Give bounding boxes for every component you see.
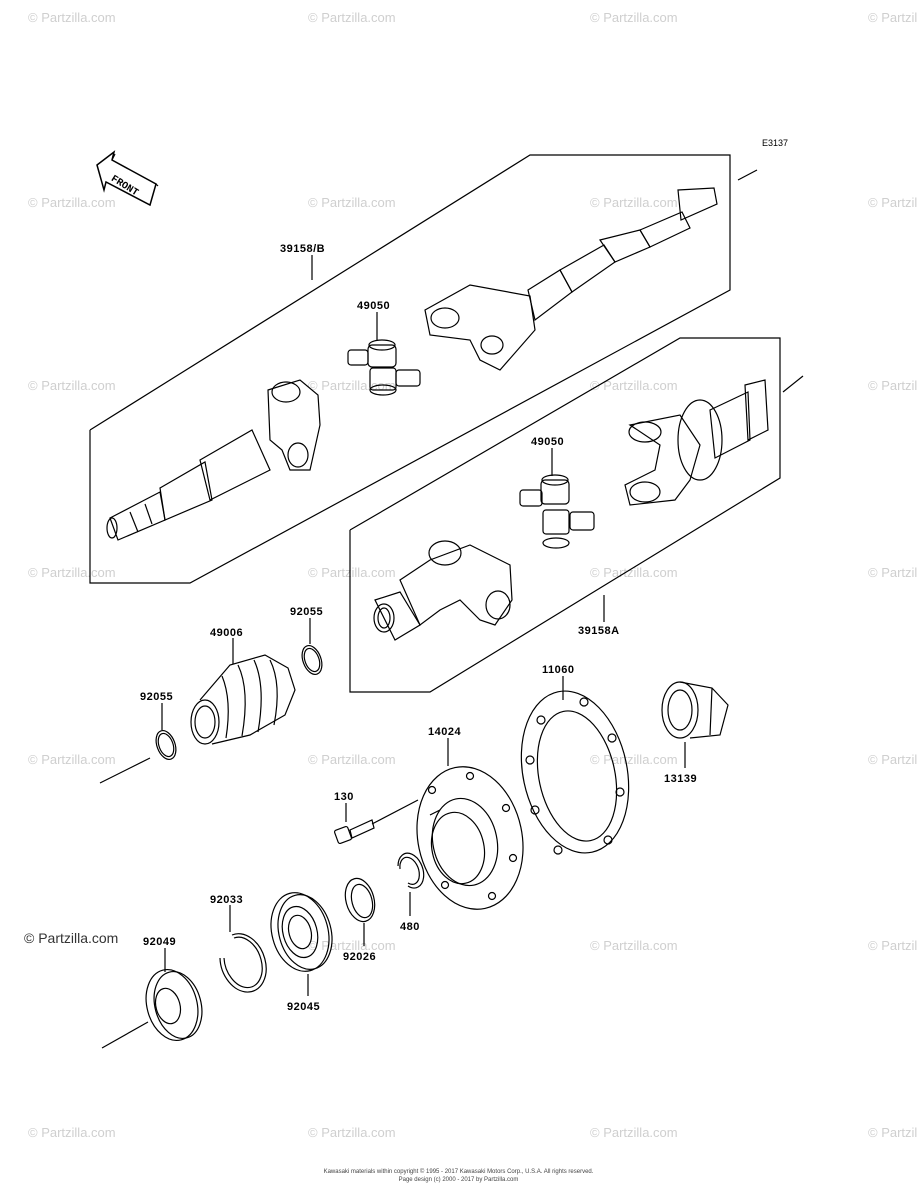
part-label-130: 130 <box>334 791 354 803</box>
o-ring-lower <box>155 729 177 761</box>
watermark: © Partzilla.com <box>28 195 116 210</box>
assembly-box-upper <box>89 154 731 584</box>
yoke-lower <box>373 540 513 641</box>
front-arrow-icon <box>96 150 159 207</box>
watermark: © Partzilla.com <box>308 1125 396 1140</box>
leader-130 <box>371 799 419 825</box>
watermark: © Partzilla.com <box>308 565 396 580</box>
leader-arrow-right <box>782 375 804 393</box>
part-label-92033: 92033 <box>210 894 243 906</box>
part-label-480: 480 <box>400 921 420 933</box>
cross-joint-lower <box>519 474 595 549</box>
leader-e3137 <box>737 169 758 181</box>
washer-92026 <box>344 877 376 923</box>
ball-bearing-92045 <box>270 892 333 972</box>
watermark: © Partzilla.com <box>590 378 678 393</box>
part-label-39158a: 39158A <box>578 625 620 637</box>
leader-arrow-left-mid <box>99 757 151 784</box>
page-design-line: Page design (c) 2000 - 2017 by Partzilla… <box>398 1177 519 1183</box>
part-label-49050-lower: 49050 <box>531 436 564 448</box>
watermark: © Partzilla.com <box>868 10 917 25</box>
leader-arrow-left-low <box>101 1021 149 1049</box>
oil-seal-92049 <box>145 969 203 1041</box>
drive-shaft-left <box>106 379 321 541</box>
drive-shaft-upper <box>424 187 718 371</box>
part-label-11060: 11060 <box>542 664 574 676</box>
snap-ring-92033 <box>219 933 267 993</box>
gasket-11060 <box>520 690 630 855</box>
watermark: © Partzilla.com <box>868 1125 917 1140</box>
watermark: © Partzilla.com <box>308 10 396 25</box>
o-ring-upper <box>301 644 323 676</box>
bearing-13139 <box>661 681 729 739</box>
watermark: © Partzilla.com <box>28 10 116 25</box>
watermark: © Partzilla.com <box>590 10 678 25</box>
diagram-code: E3137 <box>762 138 788 148</box>
watermark: © Partzilla.com <box>868 938 917 953</box>
watermark: © Partzilla.com <box>308 752 396 767</box>
bolt-130 <box>333 819 375 845</box>
watermark: © Partzilla.com <box>28 752 116 767</box>
watermark-strong: © Partzilla.com <box>24 930 119 946</box>
watermark: © Partzilla.com <box>28 378 116 393</box>
housing-14024 <box>416 766 524 910</box>
part-label-14024: 14024 <box>428 726 461 738</box>
watermark: © Partzilla.com <box>868 195 917 210</box>
watermark: © Partzilla.com <box>868 378 917 393</box>
copyright-line: Kawasaki materials within copyright © 19… <box>323 1169 594 1175</box>
watermark: © Partzilla.com <box>308 378 396 393</box>
boot-49006 <box>190 654 296 745</box>
watermark: © Partzilla.com <box>590 938 678 953</box>
watermark: © Partzilla.com <box>28 1125 116 1140</box>
watermark: © Partzilla.com <box>590 1125 678 1140</box>
assembly-box-lower <box>349 337 781 693</box>
watermark: © Partzilla.com <box>28 565 116 580</box>
part-label-39158b: 39158/B <box>280 243 325 255</box>
circlip-480 <box>397 852 425 889</box>
watermark: © Partzilla.com <box>590 565 678 580</box>
watermark: © Partzilla.com <box>868 752 917 767</box>
part-label-13139: 13139 <box>664 773 697 785</box>
part-label-92055-lower: 92055 <box>140 691 173 703</box>
part-label-92049: 92049 <box>143 936 176 948</box>
part-label-92026: 92026 <box>343 951 376 963</box>
watermark: © Partzilla.com <box>590 752 678 767</box>
part-label-92045: 92045 <box>287 1001 320 1013</box>
watermark: © Partzilla.com <box>308 195 396 210</box>
cross-joint-upper <box>347 339 421 396</box>
watermark: © Partzilla.com <box>590 195 678 210</box>
drive-shaft-right <box>624 379 769 506</box>
part-label-49050-upper: 49050 <box>357 300 390 312</box>
part-label-92055-upper: 92055 <box>290 606 323 618</box>
part-label-49006: 49006 <box>210 627 243 639</box>
watermark: © Partzilla.com <box>868 565 917 580</box>
watermark: © Partzilla.com <box>308 938 396 953</box>
